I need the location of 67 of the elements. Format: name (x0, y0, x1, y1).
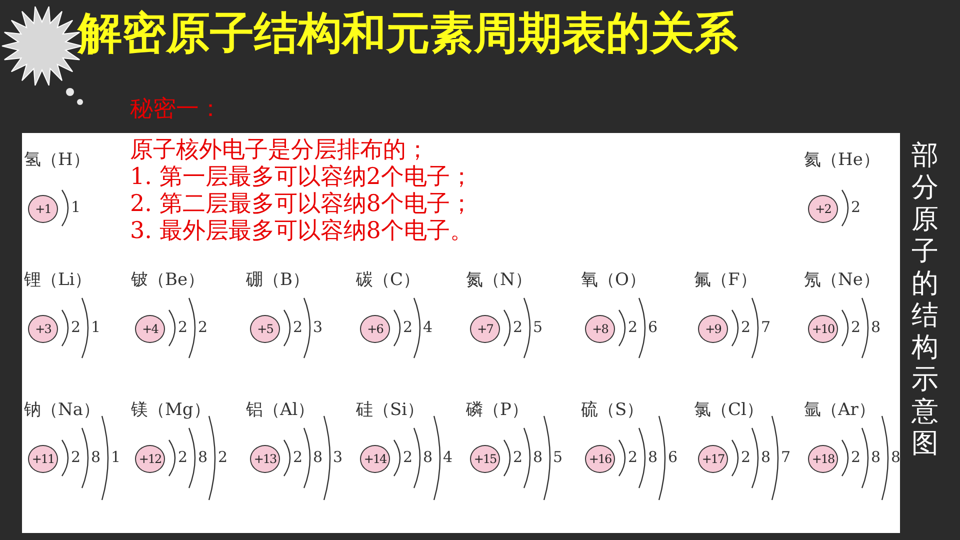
electron-count: 2 (851, 198, 861, 216)
electron-count: 5 (553, 448, 563, 466)
electron-count: 8 (648, 448, 658, 466)
electron-count: 8 (198, 448, 208, 466)
element-name: 氮（N） (466, 269, 532, 291)
electron-count: 7 (761, 318, 771, 336)
element-name: 氯（Cl） (694, 399, 764, 421)
element-name: 硫（S） (581, 399, 644, 421)
electron-count: 4 (443, 448, 453, 466)
element-name: 铍（Be） (131, 269, 205, 291)
electron-count: 2 (851, 318, 861, 336)
element-name: 铝（Al） (246, 399, 315, 421)
electron-count: 2 (741, 318, 751, 336)
electron-count: 6 (668, 448, 678, 466)
electron-count: 2 (178, 318, 188, 336)
element-name: 磷（P） (466, 399, 528, 421)
electron-count: 4 (423, 318, 433, 336)
electron-count: 5 (533, 318, 543, 336)
electron-count: 7 (781, 448, 791, 466)
electron-count: 1 (71, 198, 81, 216)
electron-count: 2 (741, 448, 751, 466)
electron-count: 1 (111, 448, 121, 466)
electron-count: 2 (293, 318, 303, 336)
section-heading: 秘密一： (130, 96, 222, 123)
electron-count: 2 (178, 448, 188, 466)
electron-count: 8 (891, 448, 901, 466)
electron-count: 8 (871, 318, 881, 336)
element-name: 硅（Si） (356, 399, 424, 421)
element-name: 氟（F） (694, 269, 757, 291)
rule-text: 2. 第二层最多可以容纳8个电子； (130, 191, 473, 218)
electron-count: 2 (628, 448, 638, 466)
electron-count: 2 (71, 318, 81, 336)
element-name: 镁（Mg） (131, 399, 210, 421)
electron-count: 2 (513, 448, 523, 466)
element-name: 氖（Ne） (804, 269, 880, 291)
electron-count: 2 (851, 448, 861, 466)
rule-text: 3. 最外层最多可以容纳8个电子。 (130, 218, 473, 245)
electron-count: 2 (403, 318, 413, 336)
rule-text: 原子核外电子是分层排布的； (130, 137, 429, 164)
element-name: 氩（Ar） (804, 399, 876, 421)
electron-count: 6 (648, 318, 658, 336)
electron-count: 2 (198, 318, 208, 336)
electron-count: 8 (533, 448, 543, 466)
electron-count: 2 (293, 448, 303, 466)
electron-count: 2 (218, 448, 228, 466)
element-name: 钠（Na） (24, 399, 100, 421)
element-name: 锂（Li） (24, 269, 92, 291)
electron-count: 8 (313, 448, 323, 466)
electron-count: 8 (423, 448, 433, 466)
electron-count: 1 (91, 318, 101, 336)
element-name: 氦（He） (804, 149, 880, 171)
element-name: 硼（B） (246, 269, 310, 291)
element-name: 氢（H） (24, 149, 90, 171)
electron-count: 2 (71, 448, 81, 466)
electron-count: 3 (313, 318, 323, 336)
electron-count: 2 (403, 448, 413, 466)
rule-text: 1. 第一层最多可以容纳2个电子； (130, 164, 473, 191)
vertical-caption: 部分原子的结构示意图 (910, 140, 940, 460)
electron-count: 2 (513, 318, 523, 336)
electron-count: 8 (761, 448, 771, 466)
electron-count: 8 (871, 448, 881, 466)
electron-count: 2 (628, 318, 638, 336)
slide-title: 解密原子结构和元素周期表的关系 (78, 7, 738, 61)
electron-count: 8 (91, 448, 101, 466)
element-name: 碳（C） (356, 269, 420, 291)
electron-count: 3 (333, 448, 343, 466)
element-name: 氧（O） (581, 269, 646, 291)
